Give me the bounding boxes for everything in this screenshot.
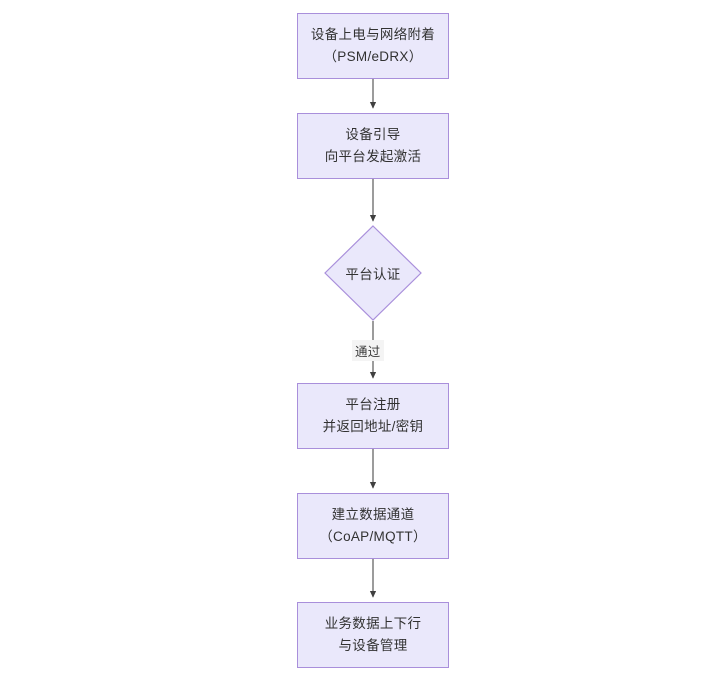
node-data-channel[interactable]: 建立数据通道 （CoAP/MQTT） — [297, 493, 449, 559]
node-label-line: 设备引导 — [345, 127, 401, 142]
node-device-bootstrap[interactable]: 设备引导 向平台发起激活 — [297, 113, 449, 179]
node-label-line: 平台认证 — [345, 267, 401, 282]
diamond-shape — [324, 225, 422, 321]
node-label-line: 设备上电与网络附着 — [310, 27, 436, 42]
node-label-line: 业务数据上下行 — [324, 616, 422, 631]
node-label-line: （CoAP/MQTT） — [319, 529, 427, 544]
node-device-power-on[interactable]: 设备上电与网络附着 （PSM/eDRX） — [297, 13, 449, 79]
edge-label-pass: 通过 — [352, 340, 384, 361]
node-platform-authentication[interactable]: 平台认证 — [324, 225, 422, 321]
node-label-line: 建立数据通道 — [331, 507, 415, 522]
node-label-line: 与设备管理 — [338, 638, 408, 653]
node-platform-registration[interactable]: 平台注册 并返回地址/密钥 — [297, 383, 449, 449]
node-business-data-and-device-management[interactable]: 业务数据上下行 与设备管理 — [297, 602, 449, 668]
node-label-line: 向平台发起激活 — [324, 149, 422, 164]
node-label-line: （PSM/eDRX） — [323, 49, 423, 64]
node-label-line: 并返回地址/密钥 — [322, 419, 424, 434]
node-label-line: 平台注册 — [345, 397, 401, 412]
